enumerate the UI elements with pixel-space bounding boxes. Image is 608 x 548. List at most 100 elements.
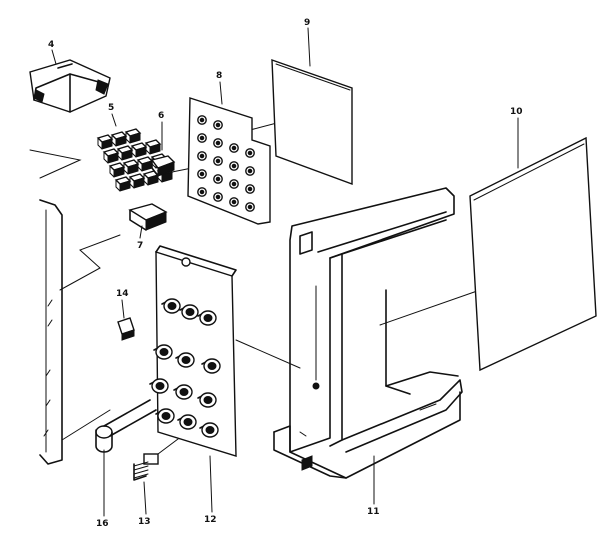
callout-10: 10	[510, 107, 523, 117]
connector-jack	[179, 304, 199, 320]
keycap-edge	[131, 145, 137, 158]
keypad-hole-center	[215, 122, 221, 128]
keycap-side	[127, 163, 139, 175]
connector-core	[207, 362, 217, 370]
connector-core	[203, 396, 213, 404]
connector-core	[185, 308, 195, 316]
keycap	[136, 156, 154, 172]
connector-jack	[153, 344, 173, 360]
keypad-hole-center	[231, 199, 237, 205]
keycap-side	[113, 166, 125, 178]
keypad-hole-center	[199, 153, 205, 159]
keypad-hole-center	[231, 163, 237, 169]
keycap-side	[101, 138, 113, 150]
callout-labels: 4 5 6 7 8 9 10 11 12 13 14 16	[48, 18, 523, 529]
keycap-side	[121, 149, 133, 161]
connector-jack	[161, 298, 181, 314]
part-4-housing	[29, 59, 111, 113]
keycap	[116, 145, 134, 161]
part-11-chassis-frame	[273, 187, 463, 479]
connector-core	[155, 382, 165, 390]
keycap	[124, 128, 142, 144]
keycap	[102, 148, 120, 164]
part-13-screw	[133, 453, 159, 481]
keycap-edge	[97, 137, 103, 150]
part-10-panel	[469, 136, 597, 372]
callout-4: 4	[48, 40, 54, 50]
connector-jack	[201, 358, 221, 374]
connector-core	[181, 356, 191, 364]
connector-core	[205, 426, 215, 434]
callout-16: 16	[96, 519, 109, 529]
keycap-side	[129, 132, 141, 144]
keycap-side	[133, 177, 145, 189]
keycap-edge	[129, 176, 135, 189]
keypad-hole-center	[247, 204, 253, 210]
keycap	[96, 134, 114, 150]
connector-core	[203, 314, 213, 322]
keycap-side	[119, 180, 131, 192]
part-9-plate	[271, 58, 353, 186]
connector-core	[179, 388, 189, 396]
callout-8: 8	[216, 71, 222, 81]
callout-14: 14	[116, 289, 129, 299]
left-side-panel	[39, 199, 63, 465]
keycap	[130, 142, 148, 158]
keycap	[108, 162, 126, 178]
part-16-rod	[95, 399, 157, 453]
keycap-side	[135, 146, 147, 158]
keypad-hole-center	[215, 194, 221, 200]
connector-core	[167, 302, 177, 310]
part-14-knob	[117, 317, 135, 341]
callout-5: 5	[108, 103, 114, 113]
keycap-edge	[103, 151, 109, 164]
connector-jack	[149, 378, 169, 394]
keypad-hole-center	[231, 145, 237, 151]
keycap	[128, 173, 146, 189]
callout-11: 11	[367, 507, 380, 517]
connector-core	[159, 348, 169, 356]
keycap-edge	[137, 159, 143, 172]
connector-jack	[199, 422, 219, 438]
keycap	[144, 139, 162, 155]
connector-jack	[173, 384, 193, 400]
connector-core	[183, 418, 193, 426]
keycap-side	[107, 152, 119, 164]
connector-core	[161, 412, 171, 420]
keycap-side	[161, 171, 173, 183]
keycap	[114, 176, 132, 192]
callout-13: 13	[138, 517, 151, 527]
keycap-edge	[143, 173, 149, 186]
keypad-hole-center	[215, 176, 221, 182]
keypad-hole-center	[199, 117, 205, 123]
callout-7: 7	[137, 241, 143, 251]
keypad-hole-center	[247, 168, 253, 174]
keycap-edge	[115, 179, 121, 192]
part-6-key	[150, 155, 176, 177]
part-12-connector-board	[149, 245, 237, 457]
keycap	[122, 159, 140, 175]
keypad-hole-center	[247, 150, 253, 156]
keypad-hole-center	[199, 189, 205, 195]
part-7-switch	[128, 203, 168, 231]
leader-lines	[29, 117, 481, 461]
keypad-hole-center	[215, 140, 221, 146]
keycap-side	[115, 135, 127, 147]
callout-6: 6	[158, 111, 164, 121]
keypad-hole-center	[231, 181, 237, 187]
callout-9: 9	[304, 18, 310, 28]
part-5-keycaps	[96, 128, 174, 192]
callout-12: 12	[204, 515, 217, 525]
keycap-edge	[111, 134, 117, 147]
connector-jack	[177, 414, 197, 430]
keycap-side	[147, 174, 159, 186]
keypad-hole-center	[215, 158, 221, 164]
keycap-edge	[145, 142, 151, 155]
connector-jack	[155, 408, 175, 424]
keycap-edge	[117, 148, 123, 161]
keycap-side	[149, 143, 161, 155]
connector-jack	[197, 310, 217, 326]
connector-jack	[175, 352, 195, 368]
callout-leaders	[51, 27, 519, 517]
